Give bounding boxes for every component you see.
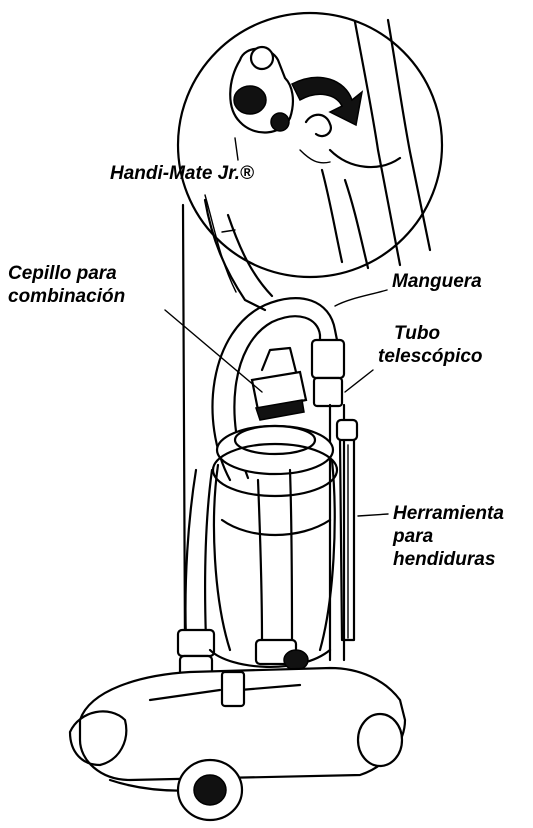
label-herramienta-line2: para <box>393 526 433 548</box>
label-herramienta-line3: hendiduras <box>393 549 495 571</box>
leader-tubo <box>345 370 373 392</box>
label-handimate: Handi-Mate Jr.® <box>110 163 254 185</box>
handimate-knob <box>251 47 273 69</box>
leader-herramienta <box>358 514 388 516</box>
label-manguera: Manguera <box>392 271 482 293</box>
detail-inset <box>178 13 442 277</box>
crevice-tool-top <box>337 420 357 440</box>
label-cepillo-line1: Cepillo para <box>8 263 117 285</box>
label-herramienta-line1: Herramienta <box>393 503 504 525</box>
leader-manguera <box>335 290 387 306</box>
label-tubo-line2: telescópico <box>378 346 483 368</box>
label-cepillo-line2: combinación <box>8 286 125 308</box>
label-tubo-line1: Tubo <box>394 323 440 345</box>
leader-cepillo <box>165 310 262 392</box>
handimate-brush <box>234 86 266 114</box>
